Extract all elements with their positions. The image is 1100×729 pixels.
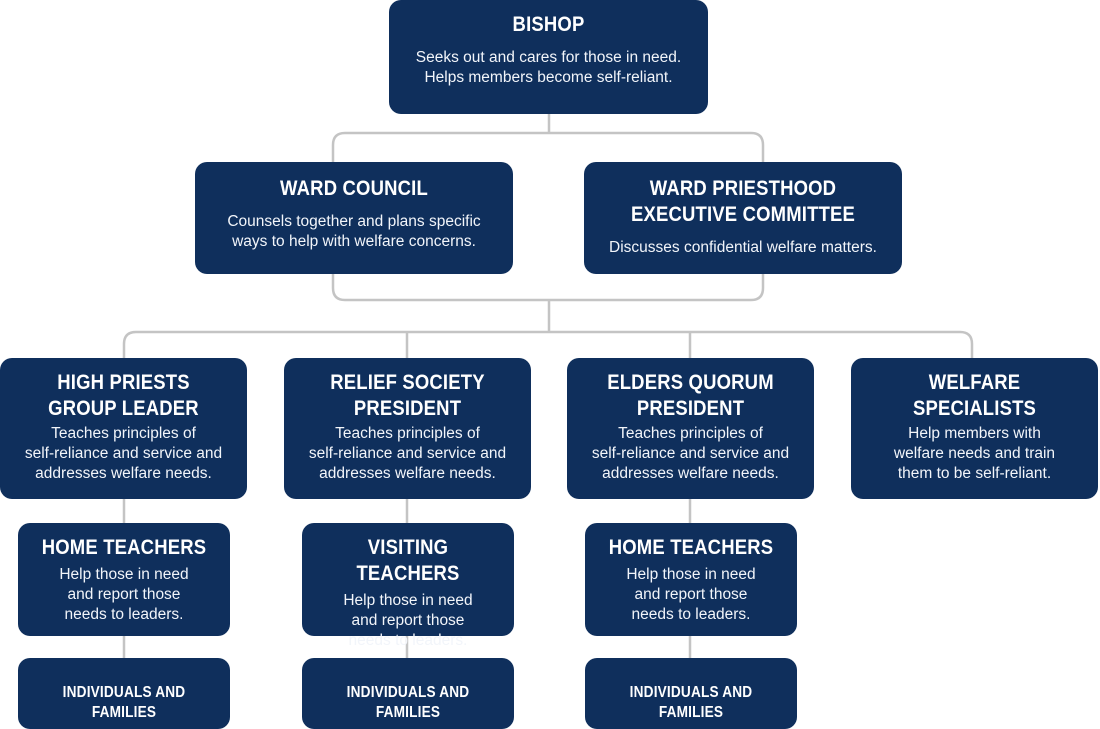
ward-council-title: WARD COUNCIL xyxy=(280,177,428,200)
individuals-families-box: INDIVIDUALS AND FAMILIES xyxy=(585,658,797,729)
ward-council-desc: Counsels together and plans specific way… xyxy=(227,213,481,250)
home-teachers-box: HOME TEACHERS Help those in need and rep… xyxy=(18,523,230,636)
connector-bottom-bracket xyxy=(331,274,765,302)
connector-leaders-bar xyxy=(122,330,974,358)
teachers-desc: Help those in need and report those need… xyxy=(59,566,189,623)
bishop-title: BISHOP xyxy=(512,13,585,36)
teachers-desc: Help those in need and report those need… xyxy=(626,566,756,623)
leader-desc: Help members with welfare needs and trai… xyxy=(893,425,1056,482)
elders-quorum-president-box: ELDERS QUORUM PRESIDENT Teaches principl… xyxy=(567,358,814,499)
ward-council-box: WARD COUNCIL Counsels together and plans… xyxy=(195,162,513,274)
wpec-box: WARD PRIESTHOOD EXECUTIVE COMMITTEE Disc… xyxy=(584,162,902,274)
leader-title: HIGH PRIESTS GROUP LEADER xyxy=(48,371,199,420)
bishop-box: BISHOP Seeks out and cares for those in … xyxy=(389,0,708,114)
teachers-desc: Help those in need and report those need… xyxy=(343,592,473,649)
teachers-title: HOME TEACHERS xyxy=(41,536,207,559)
leader-title: ELDERS QUORUM PRESIDENT xyxy=(607,371,774,420)
bishop-desc: Seeks out and cares for those in need. H… xyxy=(415,49,682,86)
teachers-title: VISITING TEACHERS xyxy=(356,536,460,585)
wpec-title: WARD PRIESTHOOD EXECUTIVE COMMITTEE xyxy=(630,177,856,226)
families-title: INDIVIDUALS AND FAMILIES xyxy=(346,684,470,721)
leader-desc: Teaches principles of self-reliance and … xyxy=(308,425,507,482)
individuals-families-box: INDIVIDUALS AND FAMILIES xyxy=(18,658,230,729)
leader-title: WELFARE SPECIALISTS xyxy=(912,371,1037,420)
wpec-desc: Discusses confidential welfare matters. xyxy=(609,239,877,256)
leader-desc: Teaches principles of self-reliance and … xyxy=(591,425,790,482)
families-title: INDIVIDUALS AND FAMILIES xyxy=(629,684,753,721)
welfare-specialists-box: WELFARE SPECIALISTS Help members with we… xyxy=(851,358,1098,499)
high-priests-group-leader-box: HIGH PRIESTS GROUP LEADER Teaches princi… xyxy=(0,358,247,499)
leader-desc: Teaches principles of self-reliance and … xyxy=(24,425,223,482)
connector-top-bracket xyxy=(331,131,765,162)
teachers-title: HOME TEACHERS xyxy=(608,536,774,559)
individuals-families-box: INDIVIDUALS AND FAMILIES xyxy=(302,658,514,729)
families-title: INDIVIDUALS AND FAMILIES xyxy=(62,684,186,721)
visiting-teachers-box: VISITING TEACHERS Help those in need and… xyxy=(302,523,514,649)
home-teachers-box: HOME TEACHERS Help those in need and rep… xyxy=(585,523,797,636)
relief-society-president-box: RELIEF SOCIETY PRESIDENT Teaches princip… xyxy=(284,358,531,499)
leader-title: RELIEF SOCIETY PRESIDENT xyxy=(330,371,485,420)
